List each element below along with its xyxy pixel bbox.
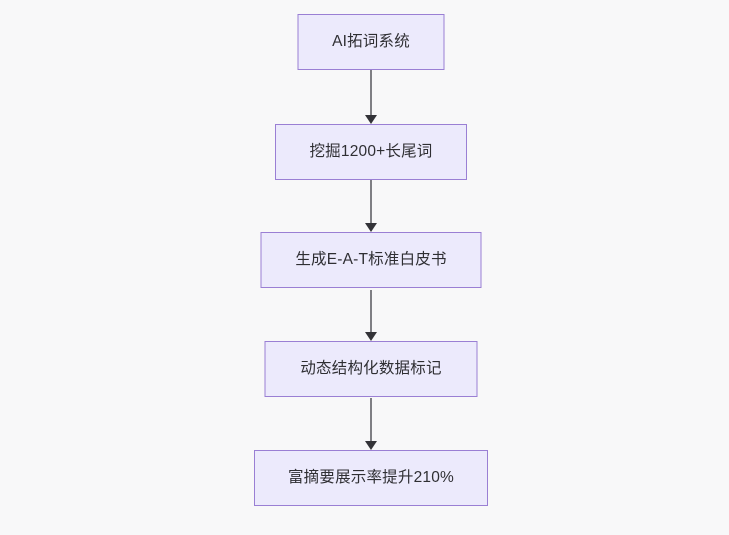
flowchart-node-4[interactable]: 动态结构化数据标记 — [264, 341, 478, 397]
flowchart-node-1[interactable]: AI拓词系统 — [297, 14, 445, 70]
flowchart-edge-1 — [362, 70, 380, 124]
flowchart-edge-3 — [362, 290, 380, 341]
flowchart-edge-4 — [362, 398, 380, 450]
arrow-down-icon — [365, 223, 377, 232]
edge-line — [370, 70, 372, 115]
flowchart-node-2[interactable]: 挖掘1200+长尾词 — [275, 124, 467, 180]
flowchart-node-1-label: AI拓词系统 — [332, 33, 410, 51]
arrow-down-icon — [365, 441, 377, 450]
arrow-down-icon — [365, 115, 377, 124]
edge-line — [370, 290, 372, 332]
arrow-down-icon — [365, 332, 377, 341]
flowchart-node-3[interactable]: 生成E-A-T标准白皮书 — [260, 232, 482, 288]
flowchart-edge-2 — [362, 180, 380, 232]
flowchart-node-2-label: 挖掘1200+长尾词 — [309, 143, 433, 161]
edge-line — [370, 398, 372, 441]
flowchart-node-5[interactable]: 富摘要展示率提升210% — [254, 450, 488, 506]
flowchart-node-5-label: 富摘要展示率提升210% — [287, 469, 455, 487]
flowchart-node-3-label: 生成E-A-T标准白皮书 — [295, 251, 447, 269]
flowchart-node-4-label: 动态结构化数据标记 — [300, 360, 442, 378]
edge-line — [370, 180, 372, 223]
